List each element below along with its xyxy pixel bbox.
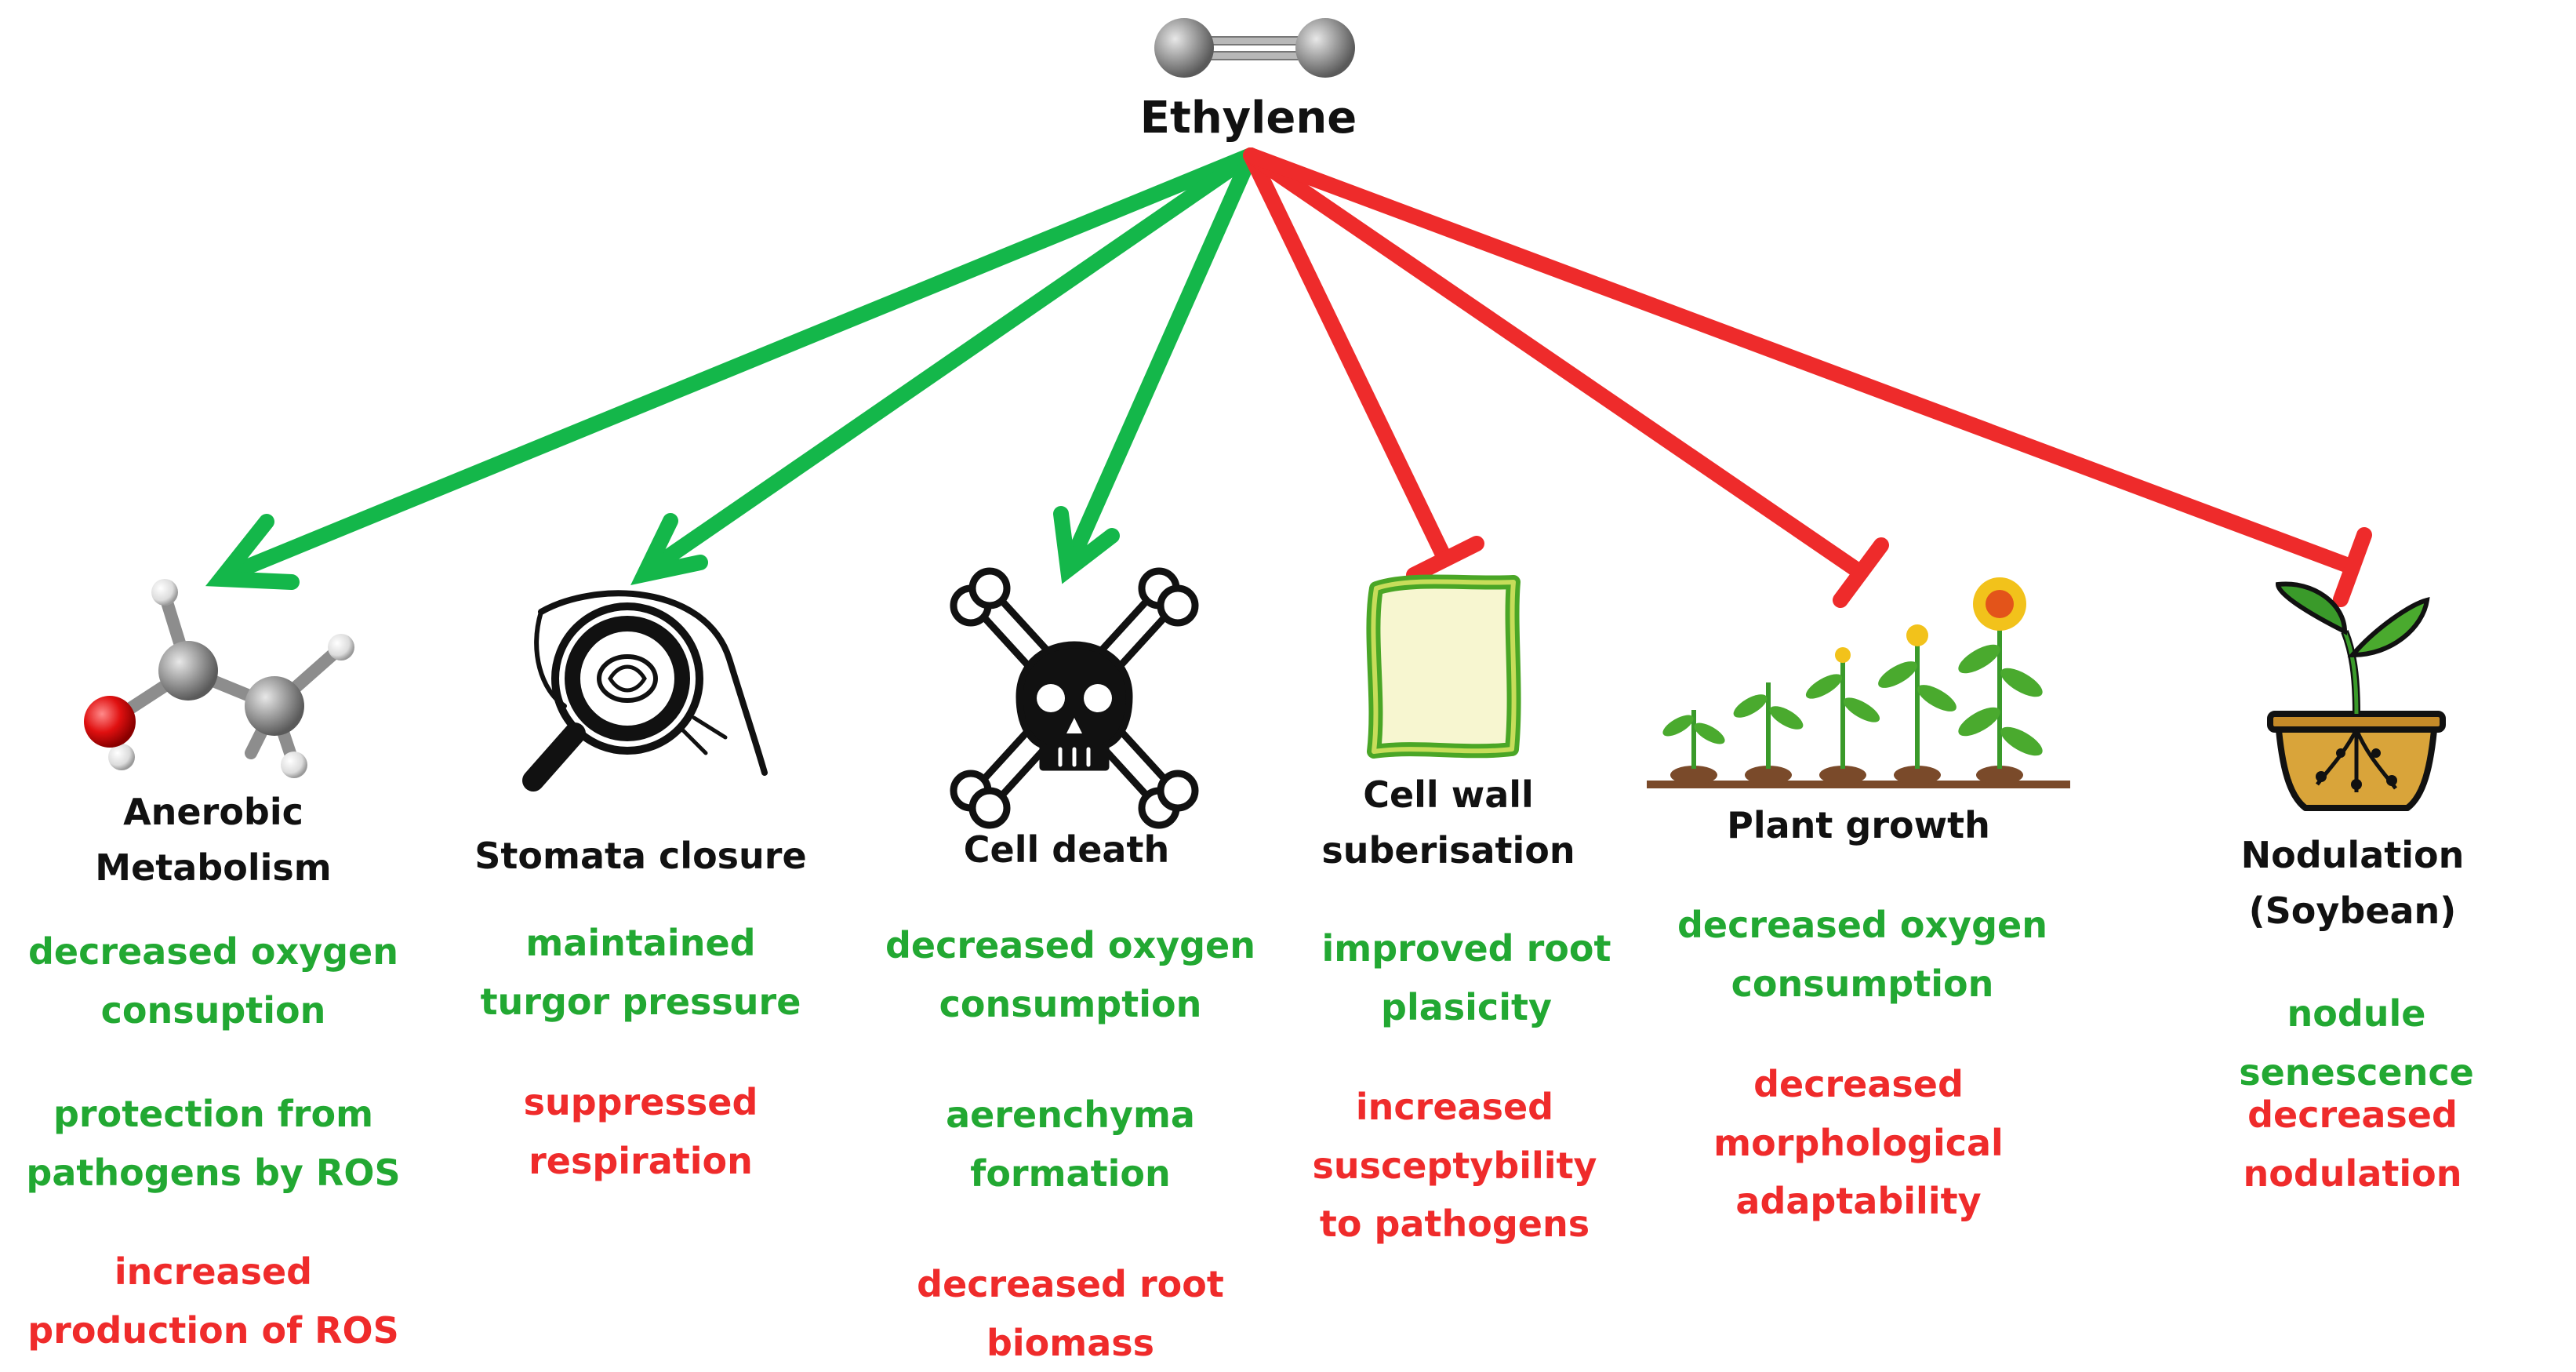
outcome-growth-2: decreased morphological adaptability <box>1713 1063 2004 1223</box>
diagram-title: Ethylene <box>1139 93 1357 144</box>
inhibit-arrow-suberisation <box>1243 147 1484 583</box>
outcome-anaerobic-1: decreased oxygen consuption <box>28 930 398 1032</box>
outcome-celldeath-3: decreased root biomass <box>917 1263 1224 1364</box>
effect-label-growth: Plant growth <box>1727 804 1990 846</box>
outcome-celldeath-2: aerenchyma formation <box>946 1094 1195 1195</box>
plant-growth-icon <box>1647 577 2070 788</box>
outcome-anaerobic-3: increased production of ROS <box>27 1250 399 1352</box>
promote-arrow-anaerobic <box>205 147 1259 590</box>
effect-label-anaerobic: Anerobic Metabolism <box>95 791 332 890</box>
outcome-stomata-1: maintained turgor pressure <box>480 922 801 1023</box>
outcome-suberisation-2: increased susceptybility to pathogens <box>1312 1086 1597 1246</box>
outcome-growth-1: decreased oxygen consumption <box>1677 904 2047 1005</box>
ethylene-molecule-icon <box>1154 18 1355 78</box>
magnified-stomata-icon <box>522 590 768 792</box>
outcome-nodulation-1: nodule senescence <box>2239 992 2474 1094</box>
outcome-anaerobic-2: protection from pathogens by ROS <box>26 1093 401 1194</box>
ethanol-molecule-icon <box>84 579 354 778</box>
effect-label-nodulation: Nodulation (Soybean) <box>2240 834 2465 933</box>
outcome-celldeath-1: decreased oxygen consumption <box>885 924 1255 1025</box>
potted-seedling-icon <box>2267 581 2446 811</box>
effect-label-stomata: Stomata closure <box>474 835 807 877</box>
cell-wall-icon <box>1366 574 1521 759</box>
outcome-suberisation-1: improved root plasicity <box>1321 927 1611 1028</box>
promote-arrow-stomata <box>630 147 1259 586</box>
outcome-stomata-2: suppressed respiration <box>523 1081 758 1182</box>
promote-arrow-celldeath <box>1053 147 1259 584</box>
arrows <box>205 147 2372 608</box>
outcome-nodulation-2: decreased nodulation <box>2243 1094 2462 1195</box>
effect-label-celldeath: Cell death <box>963 828 1170 871</box>
inhibit-arrow-growth <box>1243 147 1889 608</box>
effect-label-suberisation: Cell wall suberisation <box>1321 773 1575 872</box>
skull-crossbones-icon <box>950 567 1199 829</box>
inhibit-arrow-nodulation <box>1243 147 2372 607</box>
